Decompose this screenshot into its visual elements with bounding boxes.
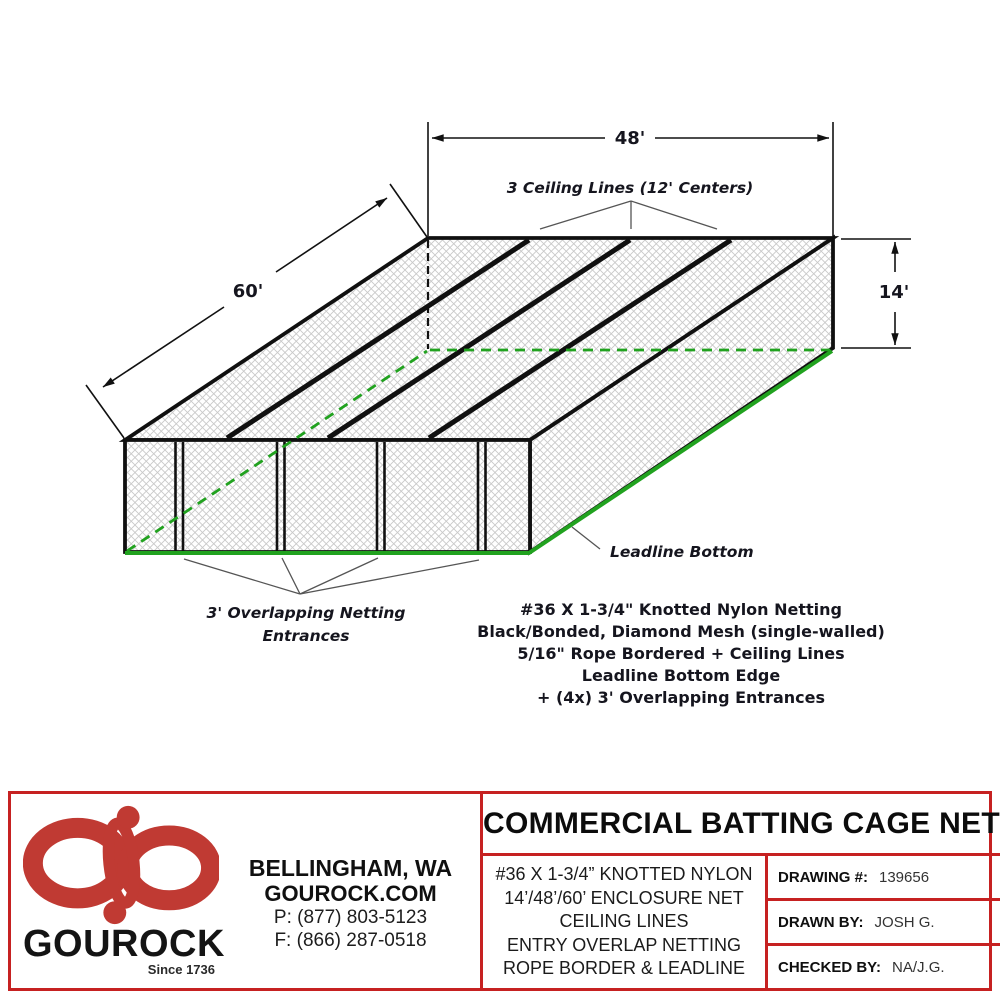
spec-notes: #36 X 1-3/4" Knotted Nylon Netting Black… — [477, 600, 885, 707]
leadline-edge — [125, 349, 834, 555]
cage-drawing: 48' 60' 14' 3 Ceiling Lines (12' Centers… — [85, 122, 911, 707]
dim-14ft — [841, 238, 911, 349]
product-spec-line: ENTRY OVERLAP NETTING — [506, 934, 742, 955]
dim-14ft-label: 14' — [879, 282, 910, 303]
dim-48ft-label: 48' — [615, 128, 646, 149]
company-fax: F: (866) 287-0518 — [274, 930, 427, 951]
drawing-number-row: DRAWING #: 139656 — [768, 856, 1000, 898]
leadline-label: Leadline Bottom — [610, 543, 754, 561]
dim-60ft-label: 60' — [233, 281, 264, 302]
company-section: GOUROCK Since 1736 BELLINGHAM, WA GOUROC… — [11, 794, 480, 988]
drawn-by-row: DRAWN BY: JOSH G. — [767, 898, 1000, 943]
logo-column: GOUROCK Since 1736 — [11, 794, 225, 988]
drawing-number-label: DRAWING #: — [777, 868, 868, 886]
ceiling-lines-label: 3 Ceiling Lines (12' Centers) — [507, 179, 754, 197]
product-spec-line: ROPE BORDER & LEADLINE — [502, 958, 746, 979]
company-phone: P: (877) 803-5123 — [273, 907, 428, 928]
entrances-label: 3' Overlapping Netting — [207, 604, 406, 622]
drawing-info-section: COMMERCIAL BATTING CAGE NET #36 X 1-3/4”… — [480, 794, 1000, 988]
checked-by-value: NA/J.G. — [892, 958, 945, 976]
product-spec-line: 14’/48’/60’ ENCLOSURE NET — [504, 887, 744, 908]
drawing-details: #36 X 1-3/4” KNOTTED NYLON 14’/48’/60’ E… — [483, 856, 1000, 988]
gourock-chain-logo-icon — [23, 805, 219, 925]
drawn-by-label: DRAWN BY: — [777, 913, 864, 931]
product-spec-line: CEILING LINES — [559, 911, 689, 932]
company-tagline: Since 1736 — [147, 962, 215, 977]
entrance-marks — [174, 442, 487, 551]
entrances-leaders — [183, 557, 480, 595]
drawing-title: COMMERCIAL BATTING CAGE NET — [483, 794, 1000, 856]
dim-48ft — [427, 122, 834, 236]
company-name: GOUROCK — [23, 923, 225, 965]
leadline-leader — [571, 526, 601, 550]
checked-by-row: CHECKED BY: NA/J.G. — [767, 943, 1000, 988]
product-spec-list: #36 X 1-3/4” KNOTTED NYLON 14’/48’/60’ E… — [483, 856, 765, 988]
spec-line: + (4x) 3' Overlapping Entrances — [537, 688, 825, 707]
entrances-label: Entrances — [262, 627, 349, 645]
product-spec-line: #36 X 1-3/4” KNOTTED NYLON — [495, 864, 753, 885]
spec-line: 5/16" Rope Bordered + Ceiling Lines — [517, 644, 844, 663]
spec-line: Black/Bonded, Diamond Mesh (single-walle… — [477, 622, 885, 641]
title-block: GOUROCK Since 1736 BELLINGHAM, WA GOUROC… — [8, 791, 1000, 991]
ceiling-lines-leaders — [539, 200, 718, 230]
checked-by-label: CHECKED BY: — [777, 958, 882, 976]
drawn-by-value: JOSH G. — [874, 913, 935, 931]
dim-60ft — [85, 183, 428, 439]
company-website: GOUROCK.COM — [264, 881, 437, 906]
drawing-number-value: 139656 — [878, 868, 930, 886]
ceiling-line — [326, 237, 632, 441]
hidden-leadline-left — [126, 349, 428, 553]
net-front-face — [123, 438, 532, 554]
company-address: BELLINGHAM, WA GOUROCK.COM P: (877) 803-… — [221, 794, 480, 988]
spec-line: Leadline Bottom Edge — [582, 666, 781, 685]
ceiling-line — [427, 237, 733, 441]
spec-line: #36 X 1-3/4" Knotted Nylon Netting — [520, 600, 842, 619]
company-city: BELLINGHAM, WA — [248, 855, 453, 881]
ceiling-line — [225, 237, 531, 441]
drawing-meta: DRAWING #: 139656 DRAWN BY: JOSH G. CHEC… — [764, 856, 1000, 988]
